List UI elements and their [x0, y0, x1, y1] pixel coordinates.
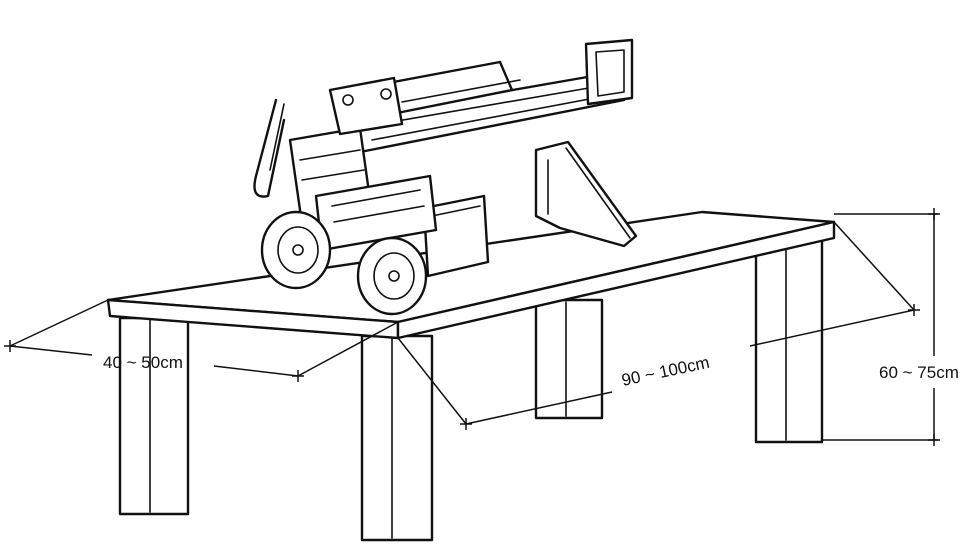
table-leg-back-right [754, 236, 824, 444]
wheel-left [260, 210, 332, 290]
table-leg-back-middle [534, 298, 604, 420]
dimension-depth: 40 ~ 50cm [4, 299, 399, 382]
log-splitter-icon [253, 38, 638, 316]
dimension-height-label: 60 ~ 75cm [879, 363, 959, 382]
dimension-depth-label: 40 ~ 50cm [103, 353, 183, 372]
dimension-height: 60 ~ 75cm [822, 208, 959, 446]
wheel-right [356, 236, 428, 316]
dimension-length-label: 90 ~ 100cm [620, 353, 711, 390]
table-edge-side [396, 220, 836, 340]
table-leg-front-left [118, 316, 190, 516]
